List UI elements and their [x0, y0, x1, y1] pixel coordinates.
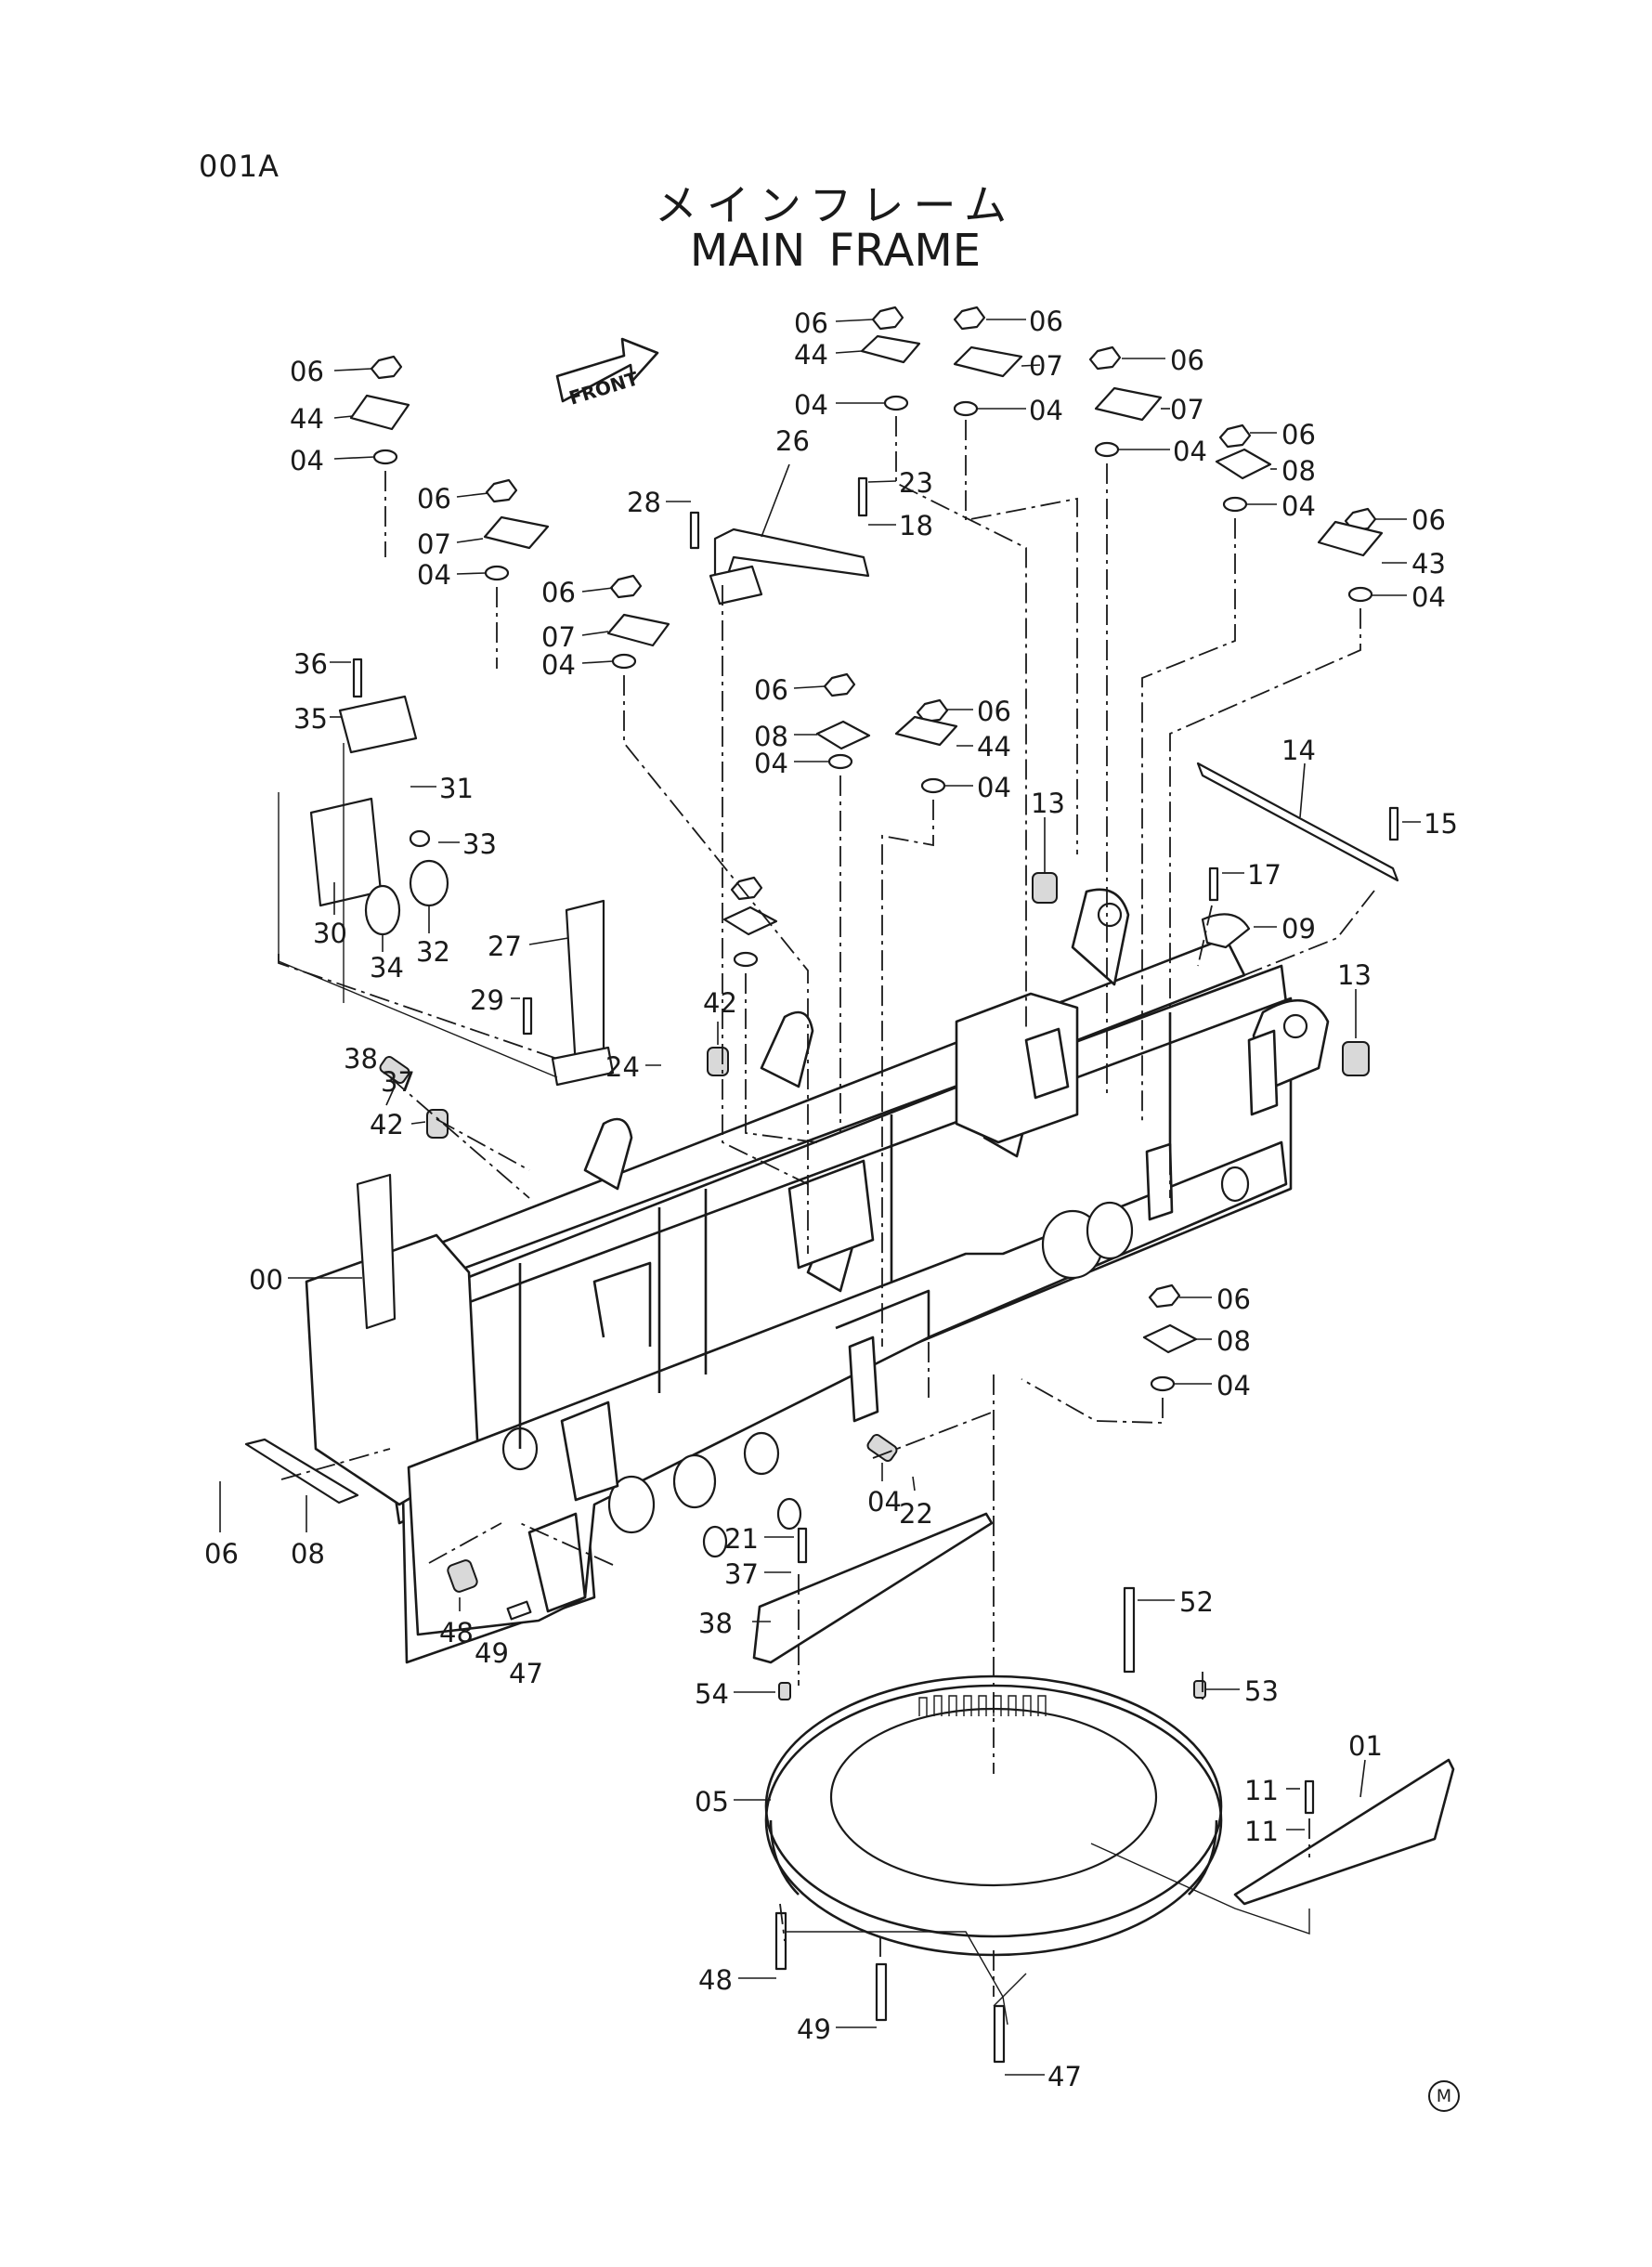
callout-label: 08	[754, 721, 788, 752]
callout-label: 24	[605, 1051, 640, 1083]
callout-label: 37	[381, 1066, 415, 1098]
callout-label: 07	[541, 621, 576, 653]
callout-label: 38	[344, 1043, 378, 1075]
callout-label: 35	[293, 703, 328, 735]
callout-label: 11	[1244, 1775, 1279, 1806]
callout-label: 04	[541, 649, 576, 681]
callout-label: 01	[1348, 1730, 1383, 1762]
callout-label: 36	[293, 648, 328, 680]
callout-label: 05	[695, 1786, 729, 1818]
callout-label: 47	[1047, 2061, 1082, 2092]
callout-label: 34	[370, 952, 404, 984]
callout-label: 13	[1031, 788, 1065, 819]
cover-plate-upper	[752, 1512, 994, 1664]
callout-label: 06	[977, 696, 1011, 727]
callout-label: 18	[899, 510, 933, 541]
callout-label: 49	[475, 1637, 509, 1669]
callout-label: 04	[1173, 436, 1207, 467]
main-frame-body	[305, 888, 1330, 1664]
callout-label: 26	[775, 425, 810, 457]
callout-label: 31	[439, 773, 474, 804]
callout-label: 04	[1281, 490, 1316, 522]
callout-label: 14	[1281, 735, 1316, 766]
callout-label: 30	[313, 918, 347, 949]
callout-label: 42	[703, 987, 737, 1019]
outline-lines	[278, 743, 1310, 2026]
callout-label: 06	[417, 483, 451, 515]
callout-label: 47	[509, 1658, 543, 1689]
callout-label: 08	[1281, 455, 1316, 487]
callout-label: 43	[1411, 548, 1446, 580]
title-japanese: メインフレーム	[654, 180, 1017, 230]
callout-label: 38	[698, 1608, 733, 1639]
front-arrow: FRONT	[555, 337, 659, 410]
callout-label: 04	[754, 748, 788, 779]
callout-label: 04	[290, 445, 324, 476]
callout-label: 28	[627, 487, 661, 518]
callout-label: 04	[977, 772, 1011, 803]
callout-label: 09	[1281, 913, 1316, 945]
callout-label: 06	[1411, 504, 1446, 536]
callout-label: 04	[794, 389, 828, 421]
title-english: MAIN FRAME	[689, 225, 982, 277]
callout-label: 52	[1179, 1586, 1214, 1618]
callout-label: 08	[1216, 1325, 1251, 1357]
callout-label: 44	[794, 339, 828, 371]
callout-label: 33	[462, 828, 497, 860]
callout-label: 06	[1170, 345, 1204, 376]
callout-label: 06	[794, 307, 828, 339]
callout-label: 04	[1411, 581, 1446, 613]
callout-label: 07	[1029, 350, 1063, 382]
callout-label: 13	[1337, 959, 1372, 991]
hardware-parts	[244, 306, 1399, 2064]
callout-label: 06	[204, 1538, 239, 1570]
callout-label: 49	[797, 2013, 831, 2045]
callout-label: 44	[977, 731, 1011, 762]
callout-label: 04	[1216, 1370, 1251, 1401]
callout-label: 04	[417, 559, 451, 591]
page-code: 001A	[199, 149, 280, 184]
callout-label: 48	[439, 1617, 474, 1648]
callout-label: 08	[291, 1538, 325, 1570]
callout-label: 32	[416, 936, 450, 968]
callout-label: 11	[1244, 1816, 1279, 1847]
callout-labels: 06 44 04 06 07 04 06 07 04 06 44 04 06 0…	[204, 306, 1458, 2092]
callout-label: 27	[488, 931, 522, 962]
callout-label: 23	[899, 467, 933, 499]
callout-label: 54	[695, 1678, 729, 1710]
callout-label: 42	[370, 1109, 404, 1140]
callout-label: 06	[754, 674, 788, 706]
callout-label: 21	[724, 1523, 759, 1555]
callout-label: 44	[290, 403, 324, 435]
callout-label: 06	[1029, 306, 1063, 337]
callout-label: 04	[867, 1486, 902, 1518]
callout-label: 06	[290, 356, 324, 387]
swing-bearing	[764, 1674, 1223, 1957]
callout-label: 00	[249, 1264, 283, 1296]
callout-label: 07	[1170, 394, 1204, 425]
callout-label: 29	[470, 984, 504, 1016]
callout-label: 07	[417, 528, 451, 560]
cover-plate-lower	[1233, 1758, 1455, 1906]
callout-label: 15	[1424, 808, 1458, 840]
callout-label: 37	[724, 1558, 759, 1590]
callout-label: 48	[698, 1964, 733, 1996]
callout-label: 04	[1029, 395, 1063, 426]
callout-label: 22	[899, 1498, 933, 1530]
maker-mark: M	[1428, 2080, 1460, 2112]
callout-label: 06	[541, 577, 576, 608]
callout-label: 06	[1216, 1283, 1251, 1315]
callout-label: 17	[1247, 859, 1281, 891]
callout-label: 53	[1244, 1675, 1279, 1707]
callout-label: 06	[1281, 419, 1316, 450]
